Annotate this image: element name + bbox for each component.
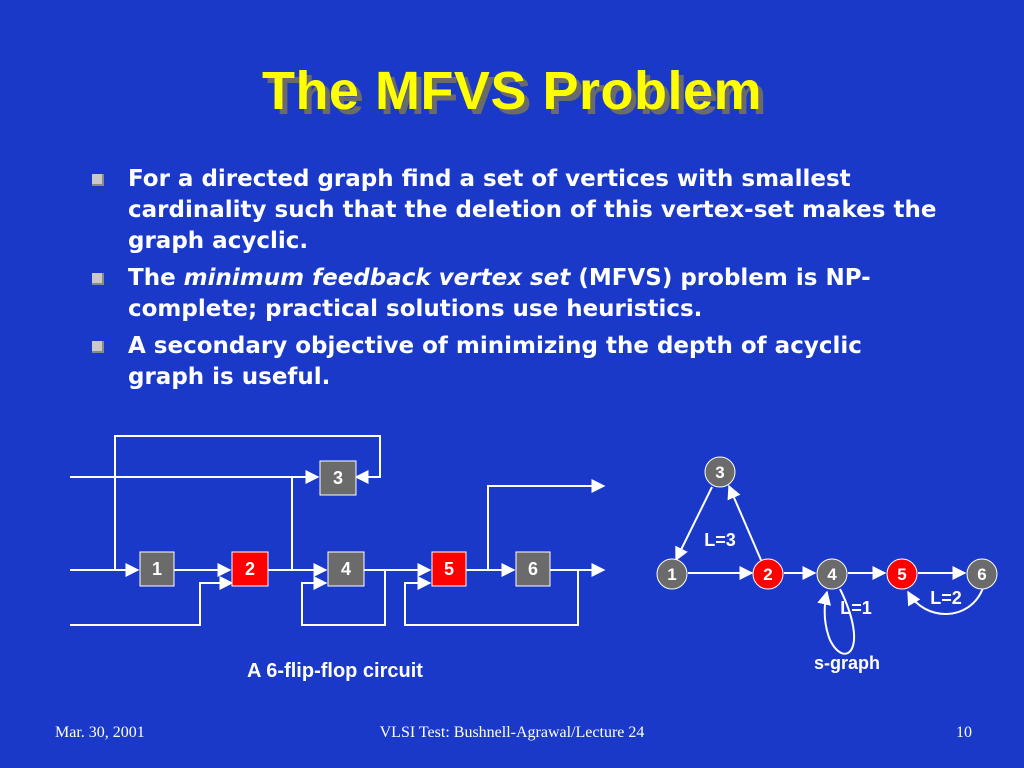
sgraph-node-label: 6	[977, 565, 986, 584]
edge-2-3	[727, 484, 762, 561]
loop-label-triangle: L=3	[704, 530, 736, 550]
sgraph-node-label: 4	[827, 565, 837, 584]
circuit-wires	[70, 435, 606, 626]
sgraph-node-1: 1	[656, 558, 688, 590]
flip-flop-label: 6	[528, 559, 538, 579]
sgraph-node-3: 3	[704, 456, 736, 488]
bullet-text: A secondary objective of minimizing the …	[128, 333, 862, 390]
bullet-text-emphasis: minimum feedback vertex set	[183, 265, 571, 291]
sgraph-caption: s-graph	[814, 653, 880, 673]
footer-date: Mar. 30, 2001	[55, 724, 145, 741]
sgraph-node-label: 5	[897, 565, 906, 584]
circuit-caption: A 6-flip-flop circuit	[247, 660, 423, 682]
bullet-list: For a directed graph find a set of verti…	[88, 164, 938, 399]
sgraph-node-2: 2	[752, 558, 784, 590]
edge-6-5	[907, 587, 984, 615]
flip-flop-3: 3	[319, 460, 357, 496]
flip-flop-2: 2	[231, 551, 269, 587]
flip-flop-label: 2	[245, 559, 255, 579]
flip-flop-5: 5	[431, 551, 467, 587]
square-bullet-icon	[92, 174, 104, 186]
wire-loop-4	[301, 570, 386, 626]
sgraph-node-label: 2	[763, 565, 772, 584]
wire-loop-to-3	[114, 435, 381, 570]
loop-label-self-loop: L=1	[840, 598, 872, 618]
wire-input-2	[70, 576, 234, 626]
bullet-item: For a directed graph find a set of verti…	[88, 164, 938, 257]
footer-course: VLSI Test: Bushnell-Agrawal/Lecture 24	[379, 724, 645, 741]
sgraph-node-5: 5	[886, 558, 918, 590]
sgraph-edges	[675, 484, 984, 655]
sgraph-node-6: 6	[966, 558, 998, 590]
flip-flop-6: 6	[515, 551, 551, 587]
flip-flop-label: 3	[333, 468, 343, 488]
flip-flop-4: 4	[327, 551, 365, 587]
flip-flop-label: 4	[341, 559, 351, 579]
edge-3-1	[675, 486, 713, 562]
flip-flop-1: 1	[139, 551, 175, 587]
bullet-text-post: (MFVS) problem is NP-complete; practical…	[128, 265, 871, 322]
sgraph-node-label: 3	[715, 463, 724, 482]
bullet-text: For a directed graph find a set of verti…	[128, 166, 937, 254]
bullet-item: A secondary objective of minimizing the …	[88, 331, 938, 393]
bullet-text-pre: The	[128, 265, 184, 291]
edge-self-loop-4	[817, 588, 856, 655]
square-bullet-icon	[92, 341, 104, 353]
square-bullet-icon	[92, 273, 104, 285]
wire-loop-5	[404, 570, 579, 626]
slide-title: The MFVS Problem	[261, 61, 763, 121]
sgraph-node-4: 4	[816, 558, 848, 590]
sgraph-node-label: 1	[667, 565, 676, 584]
loop-label-5-6: L=2	[930, 588, 962, 608]
wire-output-top	[487, 479, 606, 570]
flip-flop-label: 5	[444, 559, 454, 579]
flip-flop-label: 1	[152, 559, 162, 579]
bullet-item: The minimum feedback vertex set (MFVS) p…	[88, 263, 938, 325]
footer-page-number: 10	[956, 724, 972, 741]
